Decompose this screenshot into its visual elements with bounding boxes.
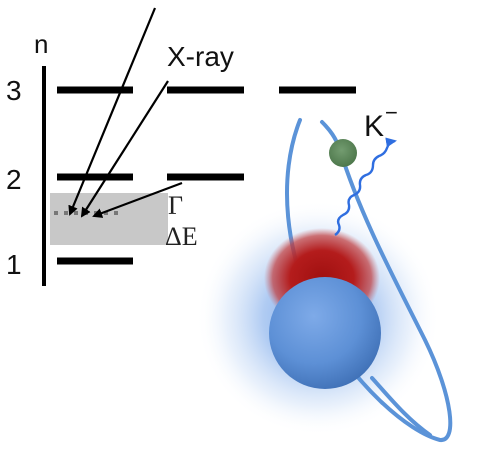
- kaon-label: K: [364, 110, 384, 143]
- width-gamma-label: Γ: [168, 191, 183, 220]
- transition-arrow-from-top: [70, 8, 155, 214]
- kaonic-atom-illustration: K −: [196, 100, 450, 440]
- shift-delta-e-label: ΔE: [165, 222, 198, 251]
- kaon-charge-label: −: [385, 100, 398, 125]
- axis-symbol-n: n: [34, 29, 48, 59]
- kaon-particle: [329, 139, 357, 167]
- level-label-2: 2: [6, 164, 22, 195]
- xray-label: X-ray: [167, 41, 234, 72]
- level-label-3: 3: [6, 75, 22, 106]
- level-label-1: 1: [6, 249, 22, 280]
- energy-shift-band: [50, 193, 168, 245]
- nucleus-blue-sphere: [269, 277, 381, 389]
